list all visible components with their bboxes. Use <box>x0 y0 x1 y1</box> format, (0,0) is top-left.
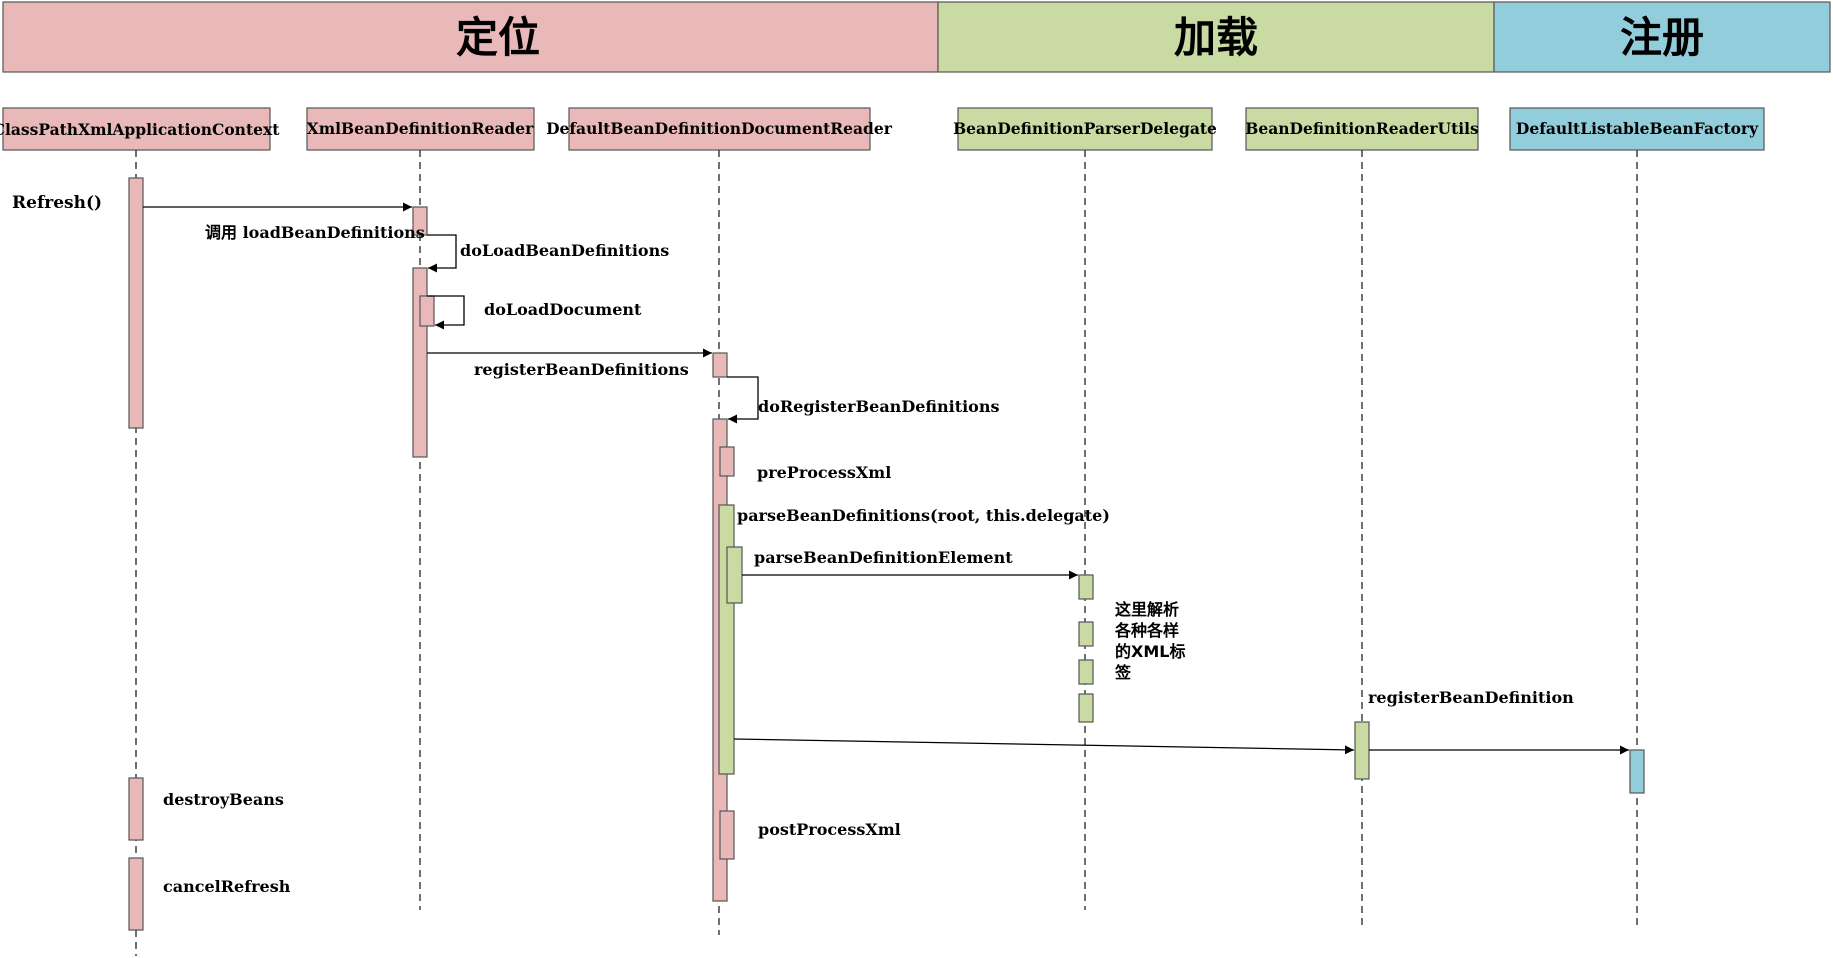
activation-ctx-destroy <box>128 777 144 841</box>
message-arrows <box>143 202 1629 755</box>
activation-delegate-3 <box>1078 659 1094 685</box>
msg-do-load-doc: doLoadDocument <box>484 300 642 319</box>
activation-docreader-parse <box>718 504 735 775</box>
phase-bar-register <box>1493 1 1831 73</box>
activation-reader-doc <box>419 295 435 327</box>
activation-ctx-refresh <box>128 177 144 429</box>
lifeline-label-ctx: ClassPathXmlApplicationContext <box>0 120 280 139</box>
lifeline-label-utils: BeanDefinitionReaderUtils <box>1245 119 1479 138</box>
arrow-do-load-doc-self <box>427 295 465 330</box>
phase-header: 定位 加载 注册 <box>2 1 1831 73</box>
note-line-4: 签 <box>1114 663 1132 682</box>
activation-delegate-1 <box>1078 574 1094 600</box>
note-line-2: 各种各样 <box>1114 621 1179 640</box>
phase-bar-locate <box>2 1 939 73</box>
msg-call-load: 调用 loadBeanDefinitions <box>205 223 425 242</box>
note-line-3: 的XML标 <box>1115 642 1185 661</box>
msg-register-def: registerBeanDefinition <box>1368 688 1574 707</box>
arrow-do-load-self <box>427 234 457 273</box>
msg-post-process: postProcessXml <box>758 820 901 839</box>
activation-factory-register <box>1629 749 1645 794</box>
phase-label-locate: 定位 <box>456 13 540 62</box>
activation-docreader-register <box>712 352 728 378</box>
activation-utils-register <box>1354 721 1370 780</box>
activations <box>128 177 1645 931</box>
arrow-register-def <box>733 738 1355 755</box>
note-line-1: 这里解析 <box>1115 600 1179 619</box>
activation-delegate-2 <box>1078 621 1094 647</box>
lifeline-box-utils <box>1245 107 1479 151</box>
activation-reader-load <box>412 206 428 236</box>
lifeline-label-factory: DefaultListableBeanFactory <box>1516 119 1759 138</box>
msg-pre-process: preProcessXml <box>757 463 891 482</box>
message-labels: Refresh() 调用 loadBeanDefinitions doLoadB… <box>12 193 1574 896</box>
msg-parse-defs: parseBeanDefinitions(root, this.delegate… <box>737 506 1110 525</box>
lifeline-heads: ClassPathXmlApplicationContext XmlBeanDe… <box>0 107 1765 151</box>
msg-register-defs: registerBeanDefinitions <box>474 360 689 379</box>
phase-bar-load <box>937 1 1495 73</box>
lifeline-label-reader: XmlBeanDefinitionReader <box>307 119 534 138</box>
lifeline-label-delegate: BeanDefinitionParserDelegate <box>953 119 1217 138</box>
msg-do-load: doLoadBeanDefinitions <box>460 241 669 260</box>
msg-do-register: doRegisterBeanDefinitions <box>758 397 1000 416</box>
note-xml-tags: 这里解析 各种各样 的XML标 签 <box>1114 600 1185 682</box>
phase-label-register: 注册 <box>1620 13 1704 62</box>
activation-docreader-parse-element <box>726 546 743 604</box>
lifeline-box-ctx <box>2 107 271 151</box>
msg-destroy: destroyBeans <box>163 790 284 809</box>
phase-label-load: 加载 <box>1174 13 1258 62</box>
msg-parse-element: parseBeanDefinitionElement <box>754 548 1013 567</box>
msg-refresh: Refresh() <box>12 193 102 213</box>
activation-docreader-pre <box>719 446 735 477</box>
activation-ctx-cancel <box>128 857 144 931</box>
activation-docreader-post <box>719 810 735 860</box>
lifeline-label-docreader: DefaultBeanDefinitionDocumentReader <box>546 119 893 138</box>
lifeline-box-docreader <box>568 107 871 151</box>
msg-cancel: cancelRefresh <box>163 877 291 896</box>
arrow-do-register-self <box>727 376 759 424</box>
activation-delegate-4 <box>1078 693 1094 723</box>
